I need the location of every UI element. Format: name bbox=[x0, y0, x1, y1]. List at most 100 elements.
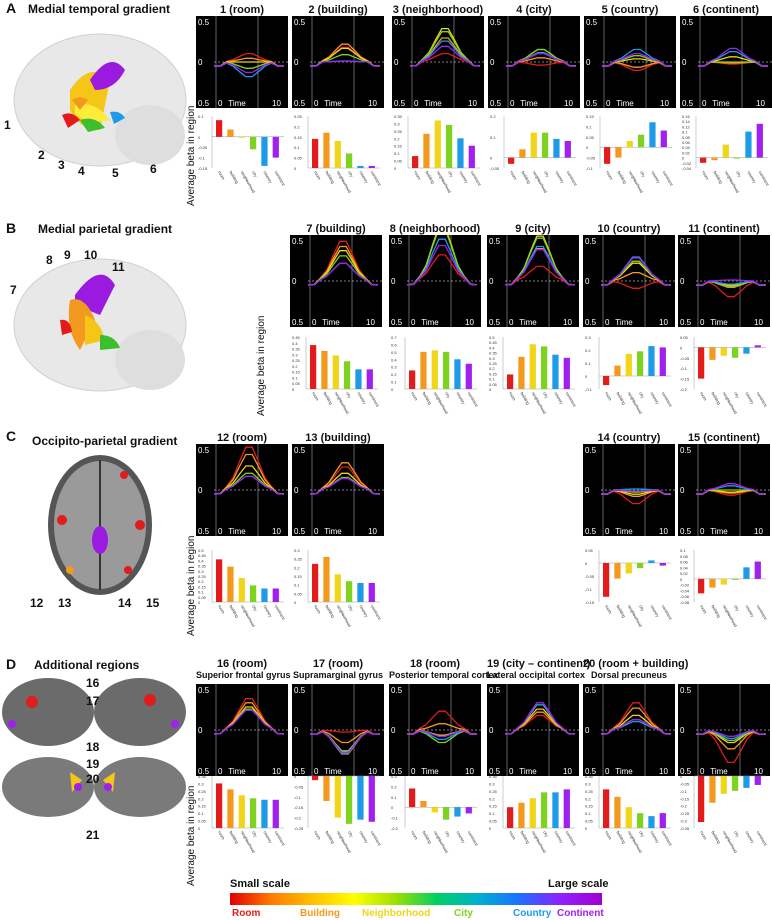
timeseries-label-mid: 0 bbox=[294, 726, 299, 735]
timeseries-label-x0: 0 bbox=[605, 527, 610, 536]
timeseries-label-top: 0.5 bbox=[394, 18, 406, 27]
bar-room bbox=[698, 776, 705, 823]
bar-country bbox=[648, 816, 655, 828]
callout-6: 6 bbox=[150, 162, 157, 176]
bar-city bbox=[250, 585, 257, 602]
callout-7: 7 bbox=[10, 283, 17, 297]
bar-chart: 0.10.080.060.040.020-0.02-0.04-0.06-0.08… bbox=[680, 548, 769, 628]
timeseries-trace-room bbox=[406, 710, 478, 735]
bar-neighborhood bbox=[720, 578, 727, 585]
timeseries-label-mid: 0 bbox=[394, 58, 399, 67]
bar-tick-label: -0.05 bbox=[294, 784, 304, 789]
bar-room bbox=[409, 788, 416, 808]
timeseries-label-bottom: 0.5 bbox=[585, 527, 597, 536]
timeseries-label-bottom: 0.5 bbox=[394, 99, 406, 108]
bar-tick-label: -0.15 bbox=[680, 377, 690, 382]
section-letter-a: A bbox=[6, 0, 17, 16]
bar-category-label: continent bbox=[470, 170, 483, 187]
bar-category-label: country bbox=[358, 830, 369, 844]
bar-country bbox=[454, 807, 461, 817]
bar-category-label: city bbox=[638, 391, 645, 399]
bar-continent bbox=[272, 799, 279, 828]
bar-category-label: continent bbox=[661, 391, 674, 408]
bar-room bbox=[312, 138, 319, 168]
bar-category-label: city bbox=[542, 830, 549, 838]
bar-city bbox=[541, 792, 548, 828]
bar-tick-label: 0 bbox=[680, 577, 683, 582]
bar-tick-label: 0 bbox=[292, 387, 295, 392]
timeseries-label-x0: 0 bbox=[605, 318, 610, 327]
bar-tick-label: 0 bbox=[489, 387, 492, 392]
bar-country bbox=[457, 138, 464, 168]
timeseries-label-mid: 0 bbox=[198, 486, 203, 495]
timeseries-label-bottom: 0.5 bbox=[585, 318, 597, 327]
bar-building bbox=[615, 147, 622, 158]
bar-tick-label: 0.1 bbox=[391, 380, 397, 385]
bar-category-label: country bbox=[649, 830, 660, 844]
callout-14: 14 bbox=[118, 596, 132, 610]
bar-category-label: continent bbox=[661, 830, 674, 847]
bar-category-label: building bbox=[421, 391, 432, 405]
bar-tick-label: 0.25 bbox=[198, 574, 207, 579]
bar-tick-label: 0.05 bbox=[585, 819, 594, 824]
bar-category-label: city bbox=[347, 170, 354, 178]
bar-city bbox=[637, 813, 644, 828]
bar-category-label: continent bbox=[368, 391, 381, 408]
timeseries-label-x10: 10 bbox=[368, 767, 377, 776]
bar-category-label: room bbox=[699, 604, 708, 615]
bar-tick-label: 0.1 bbox=[394, 151, 400, 156]
bar-tick-label: 0.05 bbox=[294, 591, 303, 596]
bar-tick-label: 0.2 bbox=[198, 796, 204, 801]
timeseries-label-bottom: 0.5 bbox=[490, 99, 502, 108]
bar-continent bbox=[366, 369, 373, 389]
legend-item-neighborhood: Neighborhood bbox=[362, 908, 431, 919]
bar-neighborhood bbox=[530, 132, 537, 158]
bar-tick-label: 0.1 bbox=[680, 548, 686, 553]
bar-city bbox=[637, 351, 644, 376]
callout-3: 3 bbox=[58, 158, 65, 172]
timeseries-label-bottom: 0.5 bbox=[391, 767, 403, 776]
timeseries-label-xmid: Time bbox=[710, 318, 728, 327]
callout-21: 21 bbox=[86, 828, 100, 842]
bar-tick-label: 0.3 bbox=[198, 569, 204, 574]
timeseries-label-bottom: 0.5 bbox=[198, 767, 210, 776]
bar-tick-label: -0.15 bbox=[198, 166, 208, 171]
timeseries-label-bottom: 0.5 bbox=[489, 767, 501, 776]
timeseries-trace-continent bbox=[697, 47, 769, 67]
bar-country bbox=[743, 567, 750, 579]
bar-continent bbox=[563, 789, 570, 828]
bar-category-label: room bbox=[313, 170, 322, 181]
bar-category-label: continent bbox=[566, 170, 579, 187]
panel-title: 19 (city – continent) bbox=[487, 658, 591, 670]
panel-title: 3 (neighborhood) bbox=[392, 4, 484, 16]
timeseries-label-top: 0.5 bbox=[585, 237, 597, 246]
timeseries-trace-room bbox=[310, 729, 380, 735]
bar-category-label: continent bbox=[756, 604, 769, 621]
bar-category-label: building bbox=[421, 830, 432, 844]
bar-tick-label: 0.1 bbox=[294, 145, 300, 150]
bar-continent bbox=[368, 776, 375, 822]
panel-title: 14 (country) bbox=[597, 432, 661, 444]
timeseries-label-x10: 10 bbox=[368, 527, 377, 536]
bar-tick-label: 0.05 bbox=[489, 382, 498, 387]
timeseries-label-x0: 0 bbox=[314, 767, 319, 776]
bar-building bbox=[518, 802, 525, 828]
bar-building bbox=[709, 347, 716, 360]
timeseries-label-mid: 0 bbox=[198, 726, 203, 735]
legend-item-country: Country bbox=[513, 908, 552, 919]
bar-category-label: city bbox=[543, 170, 550, 178]
bar-neighborhood bbox=[720, 347, 727, 356]
timeseries-label-bottom: 0.5 bbox=[391, 318, 403, 327]
callout-4: 4 bbox=[78, 164, 85, 178]
timeseries-label-xmid: Time bbox=[615, 527, 633, 536]
bar-category-label: building bbox=[615, 830, 626, 844]
timeseries-trace-building bbox=[406, 723, 478, 735]
